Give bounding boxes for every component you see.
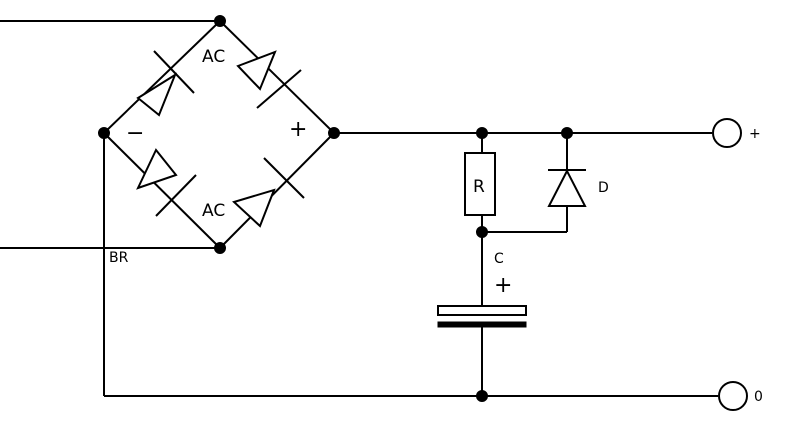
capacitor-plate-top — [437, 305, 527, 316]
resistor-label: R — [473, 177, 485, 197]
zero-output-terminal — [718, 381, 748, 411]
zero-terminal-label: 0 — [754, 389, 763, 405]
diode-label: D — [598, 180, 609, 196]
junction-diode-top — [561, 127, 573, 139]
bridge-diode-upper-right — [236, 50, 302, 109]
bridge-ac-label-bottom: AC — [202, 201, 225, 221]
diode-triangle — [547, 168, 587, 207]
bridge-edge-top-left — [103, 20, 221, 134]
bridge-name-label: BR — [109, 250, 129, 266]
bridge-ac-label-top: AC — [202, 47, 225, 67]
bridge-plus-label: + — [289, 117, 307, 142]
bridge-edge-bottom-right — [219, 132, 335, 249]
capacitor-polarity-label: + — [494, 273, 512, 298]
junction-dots — [98, 15, 573, 402]
resistor-body — [464, 152, 496, 216]
junction-plus — [328, 127, 340, 139]
positive-output-terminal — [712, 118, 742, 148]
bridge-edge-bottom-left — [103, 132, 221, 249]
junction-ac-top — [214, 15, 226, 27]
junction-resistor-top — [476, 127, 488, 139]
junction-resistor-bottom — [476, 226, 488, 238]
capacitor-plate-bottom — [437, 321, 527, 328]
junction-ground — [476, 390, 488, 402]
output-diode — [547, 133, 587, 232]
positive-terminal-label: + — [749, 126, 761, 142]
bridge-diode-lower-right — [232, 157, 305, 228]
capacitor-label: C — [494, 251, 504, 267]
bridge-rectifier: AC AC − + BR — [103, 20, 335, 266]
junction-ac-bottom — [214, 242, 226, 254]
bridge-minus-label: − — [126, 121, 144, 146]
bridge-edge-top-right — [219, 20, 335, 134]
bridge-diode-upper-left — [136, 50, 195, 117]
junction-minus — [98, 127, 110, 139]
bridge-diode-lower-left — [136, 148, 197, 217]
